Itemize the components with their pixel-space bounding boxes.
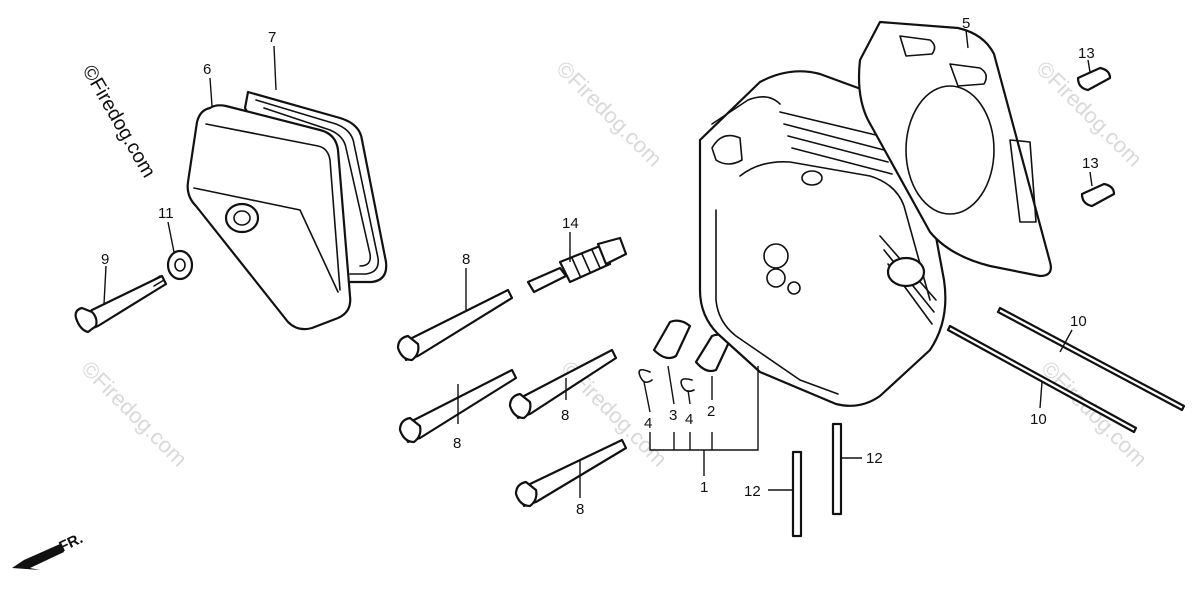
dowel-pin [1076,66,1112,92]
head-bolt [398,368,518,444]
callout-8a: 8 [462,251,470,268]
watermark-text: ©Firedog.com [551,56,667,172]
callout-13a: 13 [1078,45,1095,62]
callout-12b: 12 [744,483,761,500]
callout-13b: 13 [1082,155,1099,172]
dowel-pin [1080,182,1116,208]
cover-bolt [74,274,168,334]
callout-5: 5 [962,15,970,32]
callout-1: 1 [700,479,708,496]
callout-4a: 4 [644,415,652,432]
callout-11: 11 [158,205,174,222]
valve-cover [186,104,352,331]
head-bolt [508,348,618,420]
stud-short [791,450,803,538]
watermark-main: ©Firedog.com [78,62,160,182]
callout-8c: 8 [561,407,569,424]
fr-label: FR. [57,530,86,556]
arrow-icon [12,544,64,570]
stud-short [831,422,843,516]
head-gasket [857,20,1052,278]
watermark-text: ©Firedog.com [76,356,192,472]
callout-7: 7 [268,29,276,46]
callout-14: 14 [562,215,579,232]
valve-guide [652,319,692,360]
clip [680,378,695,393]
callout-3: 3 [669,407,677,424]
head-bolt [396,288,514,362]
washer [166,249,194,281]
cylinder-head [698,70,947,407]
callout-12a: 12 [866,450,883,467]
leader-lines [103,29,1093,498]
stud-long [946,324,1138,434]
callout-8d: 8 [576,501,584,518]
front-direction-marker: FR. [12,530,86,570]
stud-long [996,306,1186,412]
watermark-text: ©Firedog.com [1036,356,1152,472]
callout-8b: 8 [453,435,461,452]
callout-9: 9 [101,251,109,268]
callout-10b: 10 [1030,411,1047,428]
spark-plug [526,236,628,294]
callout-4b: 4 [685,411,693,428]
callout-6: 6 [203,61,211,78]
clip [638,368,653,384]
callout-labels: 7 6 11 9 14 8 8 8 8 5 13 13 10 10 12 12 … [101,15,1099,518]
callout-10a: 10 [1070,313,1087,330]
callout-2: 2 [707,403,715,420]
head-bolt [514,438,628,508]
